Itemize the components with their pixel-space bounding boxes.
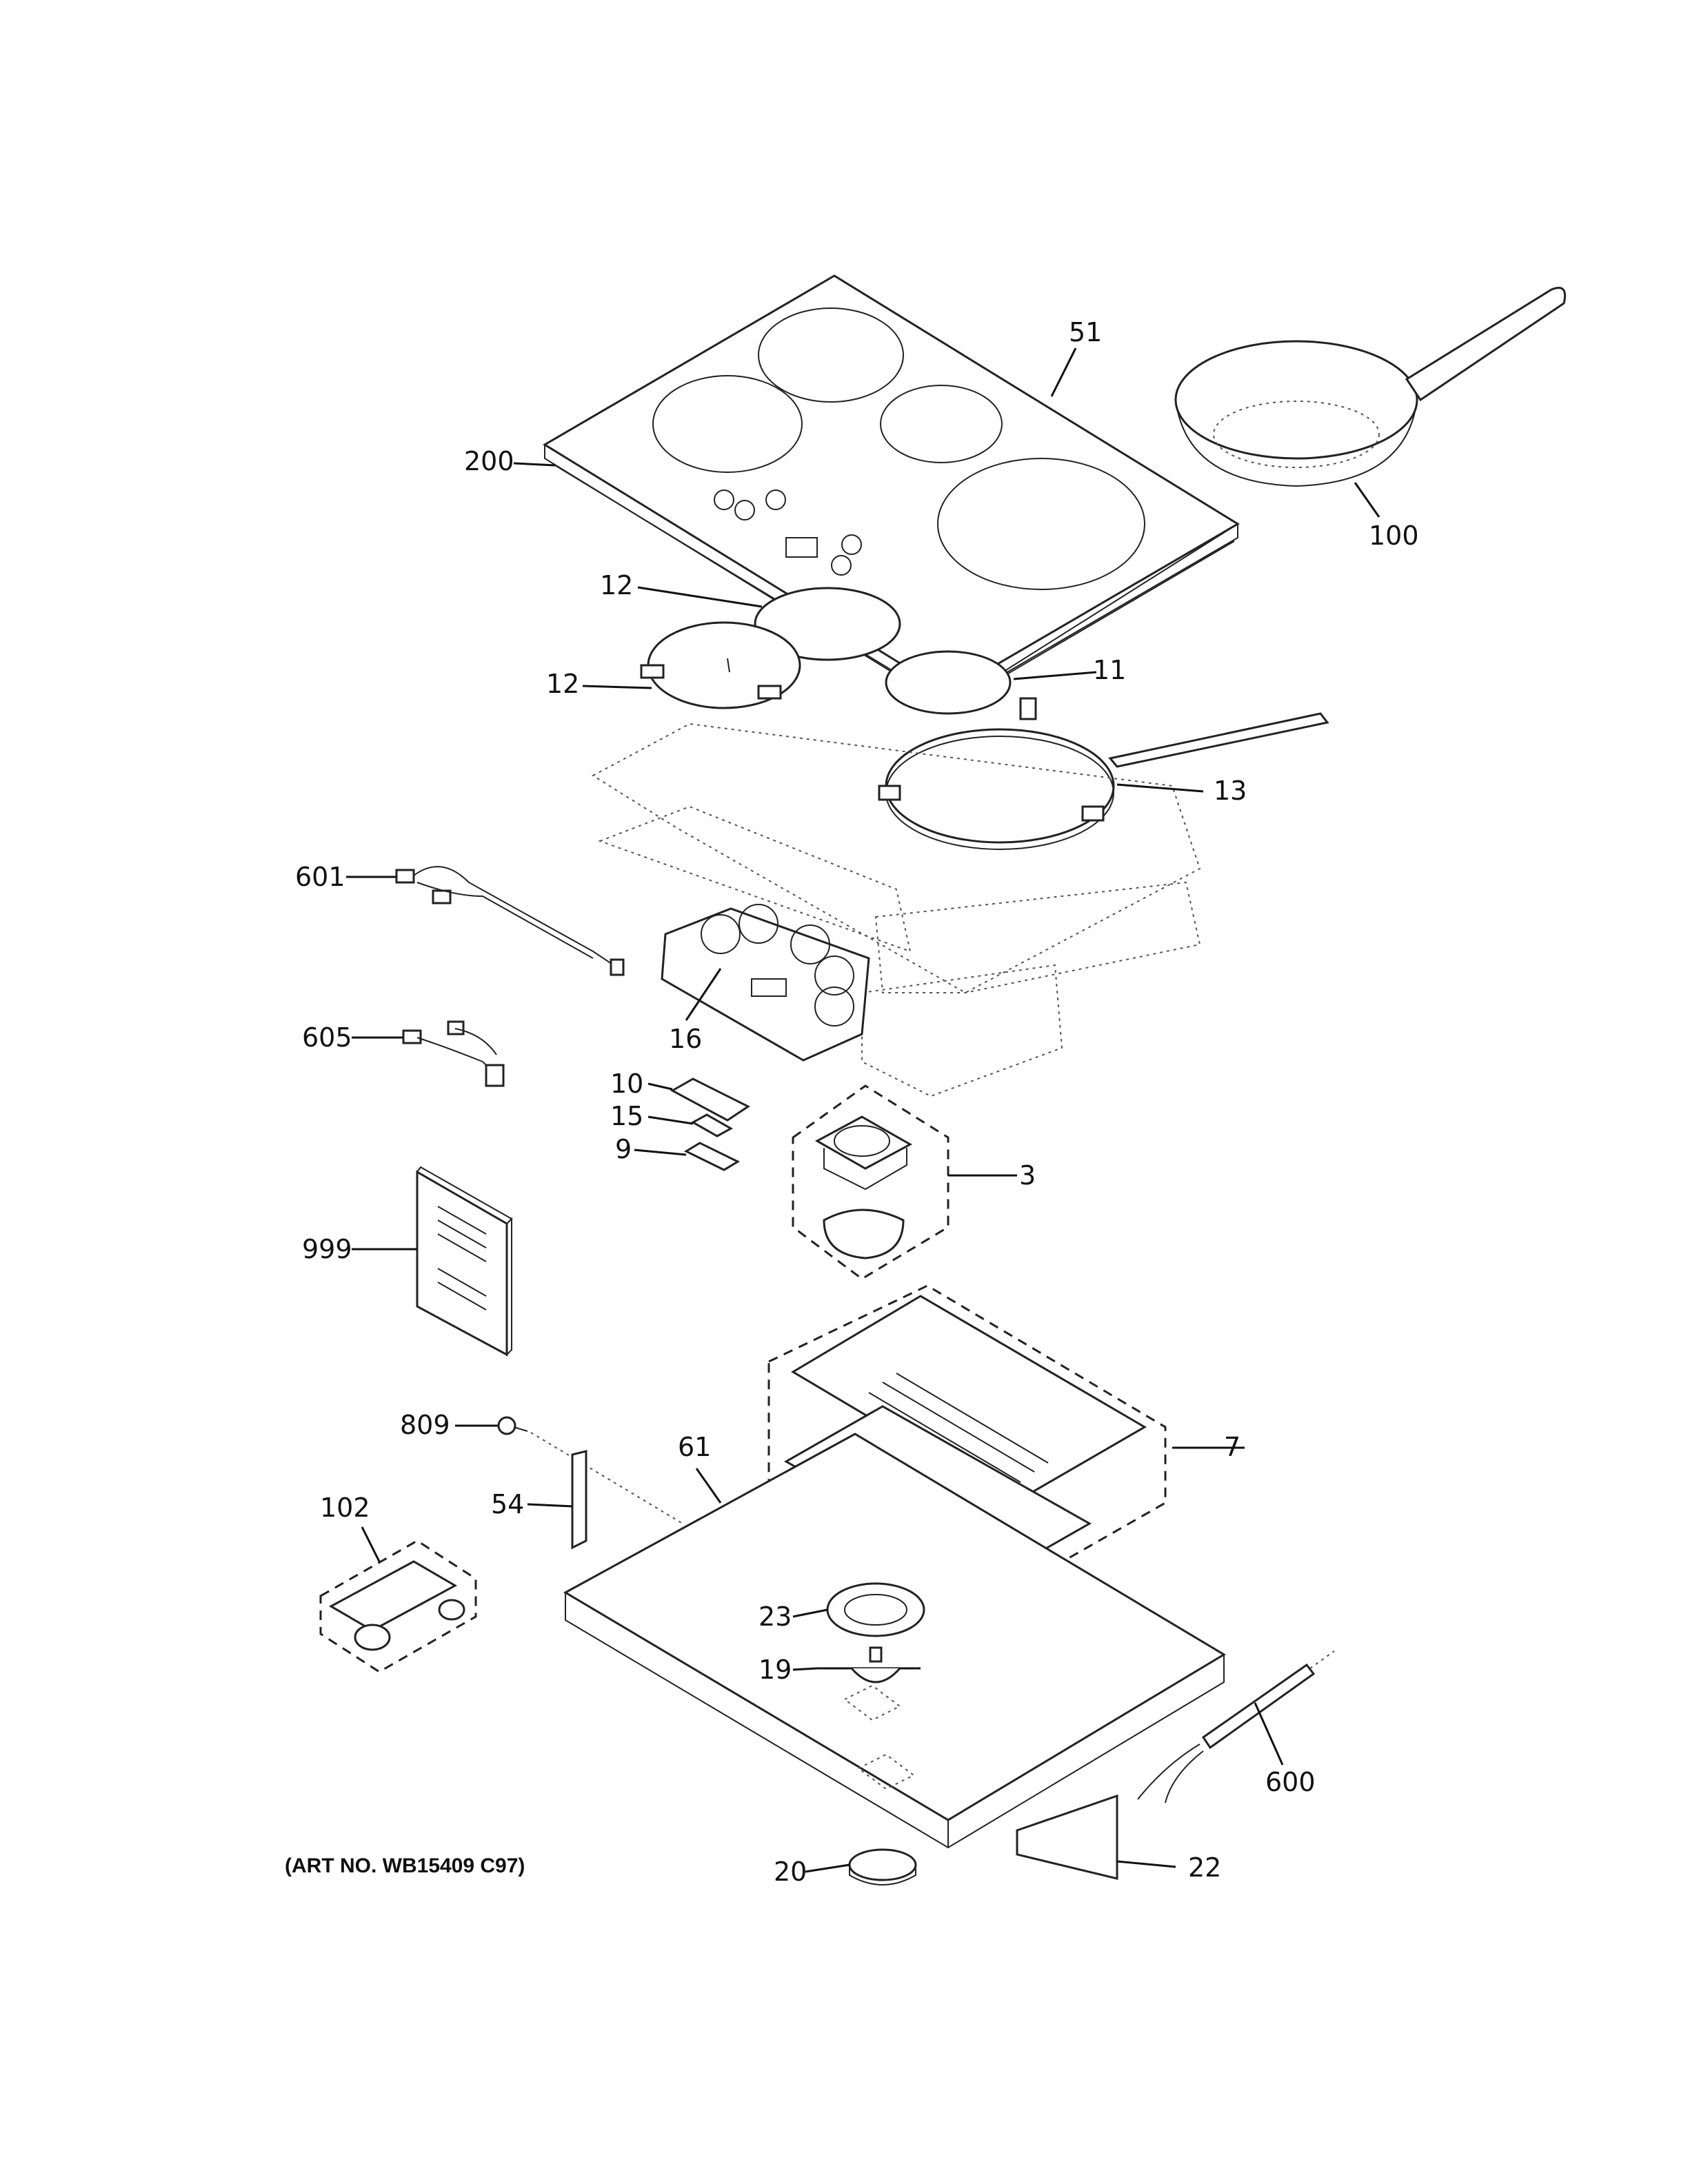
bracket-54[interactable]	[571, 1450, 587, 1550]
leader-lines	[346, 347, 1380, 1873]
callout-labels: 51 200 100 12 12 11 13 601 16 605 10 15 …	[295, 317, 1419, 1887]
callout-54: 54	[491, 1489, 524, 1519]
callout-605: 605	[302, 1022, 352, 1053]
burner-element-12-left[interactable]	[640, 621, 801, 709]
burner-element-12-rear[interactable]	[754, 587, 901, 661]
callout-100: 100	[1369, 520, 1419, 551]
callout-61: 61	[678, 1432, 711, 1462]
callout-600: 600	[1265, 1767, 1316, 1797]
terminal-block-102[interactable]	[319, 1539, 477, 1673]
callout-999: 999	[302, 1234, 352, 1264]
fan-assembly-3[interactable]	[792, 1084, 950, 1280]
callout-12-rear: 12	[600, 570, 633, 600]
callout-51: 51	[1069, 317, 1102, 347]
screw-path	[530, 1432, 683, 1524]
power-cord-600[interactable]	[1137, 1650, 1335, 1803]
part-10[interactable]	[670, 1078, 750, 1122]
callout-601: 601	[295, 862, 345, 892]
owners-manual-999[interactable]	[416, 1166, 513, 1357]
foot-20[interactable]	[848, 1848, 917, 1885]
callout-16: 16	[669, 1024, 702, 1054]
callout-200: 200	[464, 446, 514, 476]
callout-15: 15	[610, 1101, 643, 1131]
wire-harness-601[interactable]	[395, 866, 625, 976]
screw-809[interactable]	[497, 1416, 528, 1435]
callout-102: 102	[320, 1493, 370, 1523]
callout-11: 11	[1093, 655, 1126, 685]
callout-19: 19	[758, 1655, 792, 1685]
callout-23: 23	[758, 1601, 792, 1632]
callout-12-left: 12	[546, 669, 579, 699]
chassis-61[interactable]	[563, 1433, 1226, 1849]
callout-20: 20	[774, 1857, 807, 1887]
ring-23[interactable]	[826, 1582, 925, 1637]
burner-element-11[interactable]	[885, 650, 1012, 715]
mounting-tray-outline	[592, 722, 1201, 1098]
label-22[interactable]	[1016, 1794, 1118, 1880]
part-15[interactable]	[690, 1113, 734, 1138]
callout-3: 3	[1019, 1160, 1036, 1191]
callout-809: 809	[400, 1410, 450, 1440]
art-number: (ART NO. WB15409 C97)	[285, 1854, 525, 1877]
callout-10: 10	[610, 1069, 643, 1099]
part-9[interactable]	[683, 1142, 741, 1171]
callout-9: 9	[615, 1134, 632, 1164]
fan-bracket-19[interactable]	[817, 1646, 921, 1684]
burner-element-13[interactable]	[878, 697, 1329, 850]
callout-13: 13	[1214, 776, 1247, 806]
callout-7: 7	[1224, 1432, 1240, 1462]
callout-22: 22	[1188, 1852, 1221, 1883]
frying-pan[interactable]	[1174, 287, 1566, 487]
wire-harness-605[interactable]	[402, 1020, 505, 1087]
control-board-16[interactable]	[661, 904, 870, 1062]
